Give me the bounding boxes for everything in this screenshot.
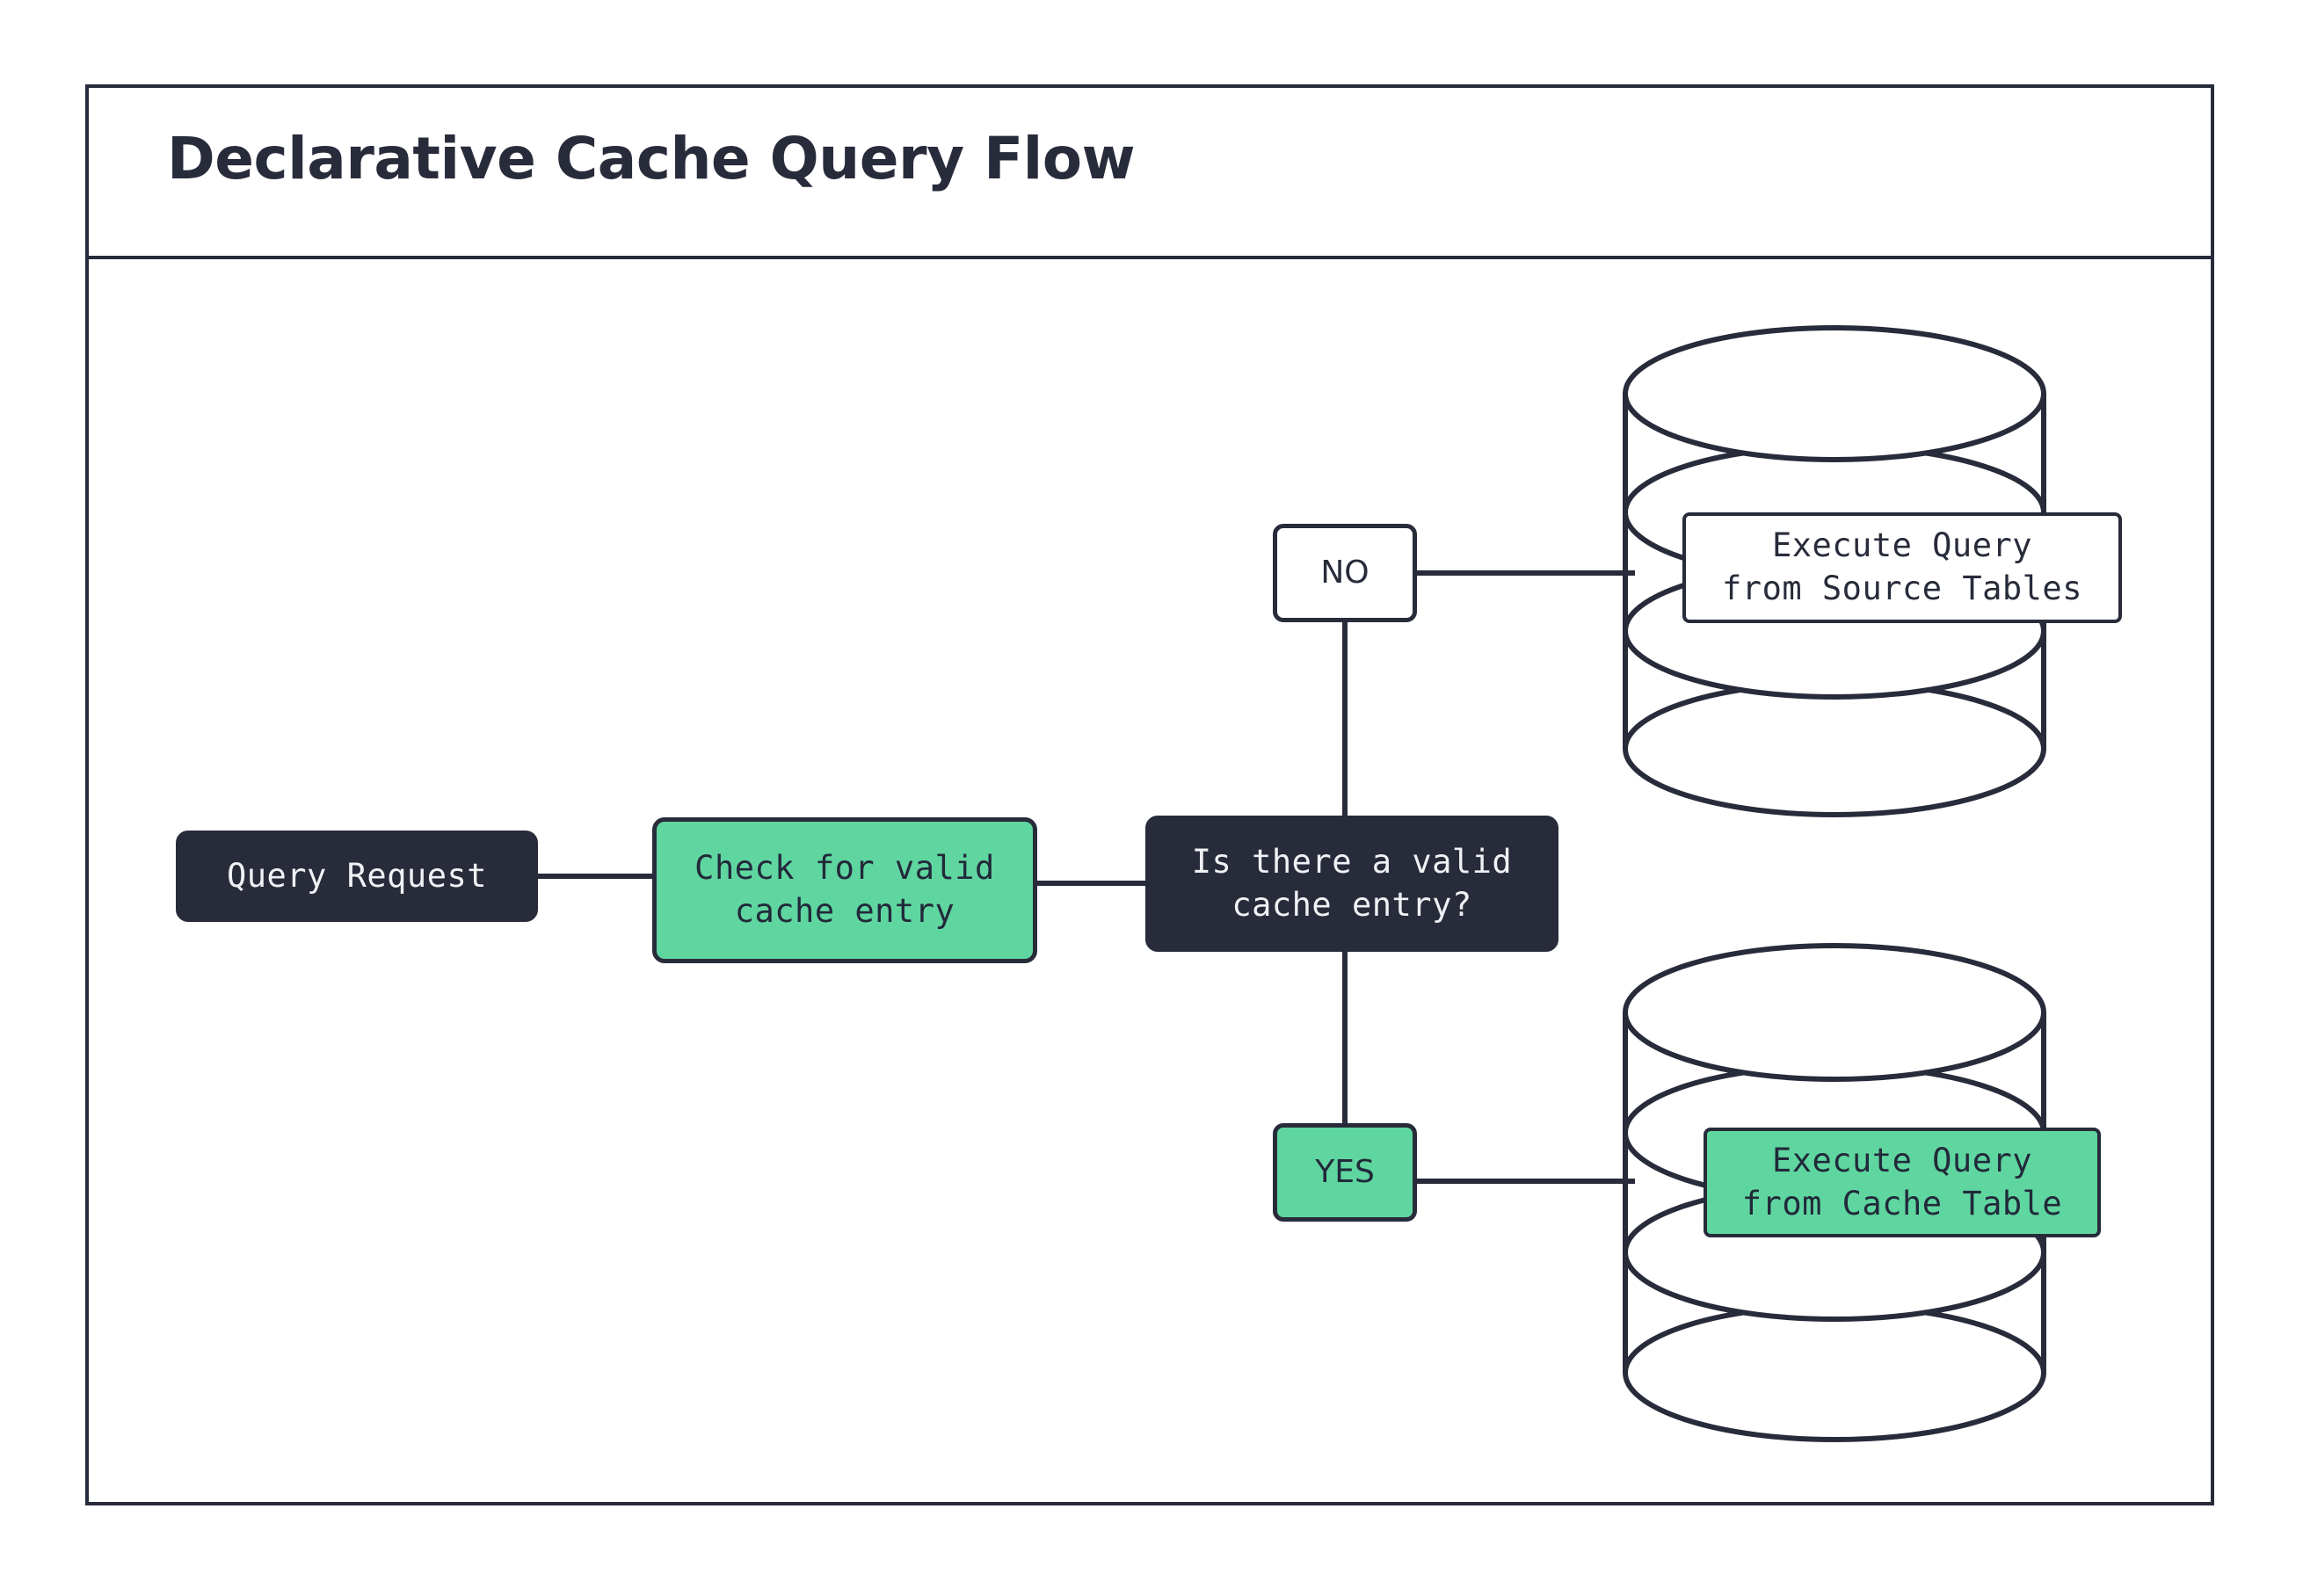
diagram-frame: [85, 84, 2214, 1505]
branch-label-yes[interactable]: YES: [1273, 1123, 1417, 1222]
node-execute-query-from-cache-table[interactable]: Execute Query from Cache Table: [1704, 1128, 2101, 1237]
node-decision-valid-cache-entry[interactable]: Is there a valid cache entry?: [1145, 816, 1558, 952]
node-check-for-valid-cache-entry[interactable]: Check for valid cache entry: [652, 817, 1037, 963]
page-title: Declarative Cache Query Flow: [167, 125, 1136, 192]
node-query-request[interactable]: Query Request: [176, 831, 538, 922]
diagram-header-band: [85, 84, 2214, 259]
branch-label-no[interactable]: NO: [1273, 524, 1417, 622]
node-execute-query-from-source-tables[interactable]: Execute Query from Source Tables: [1682, 512, 2122, 623]
